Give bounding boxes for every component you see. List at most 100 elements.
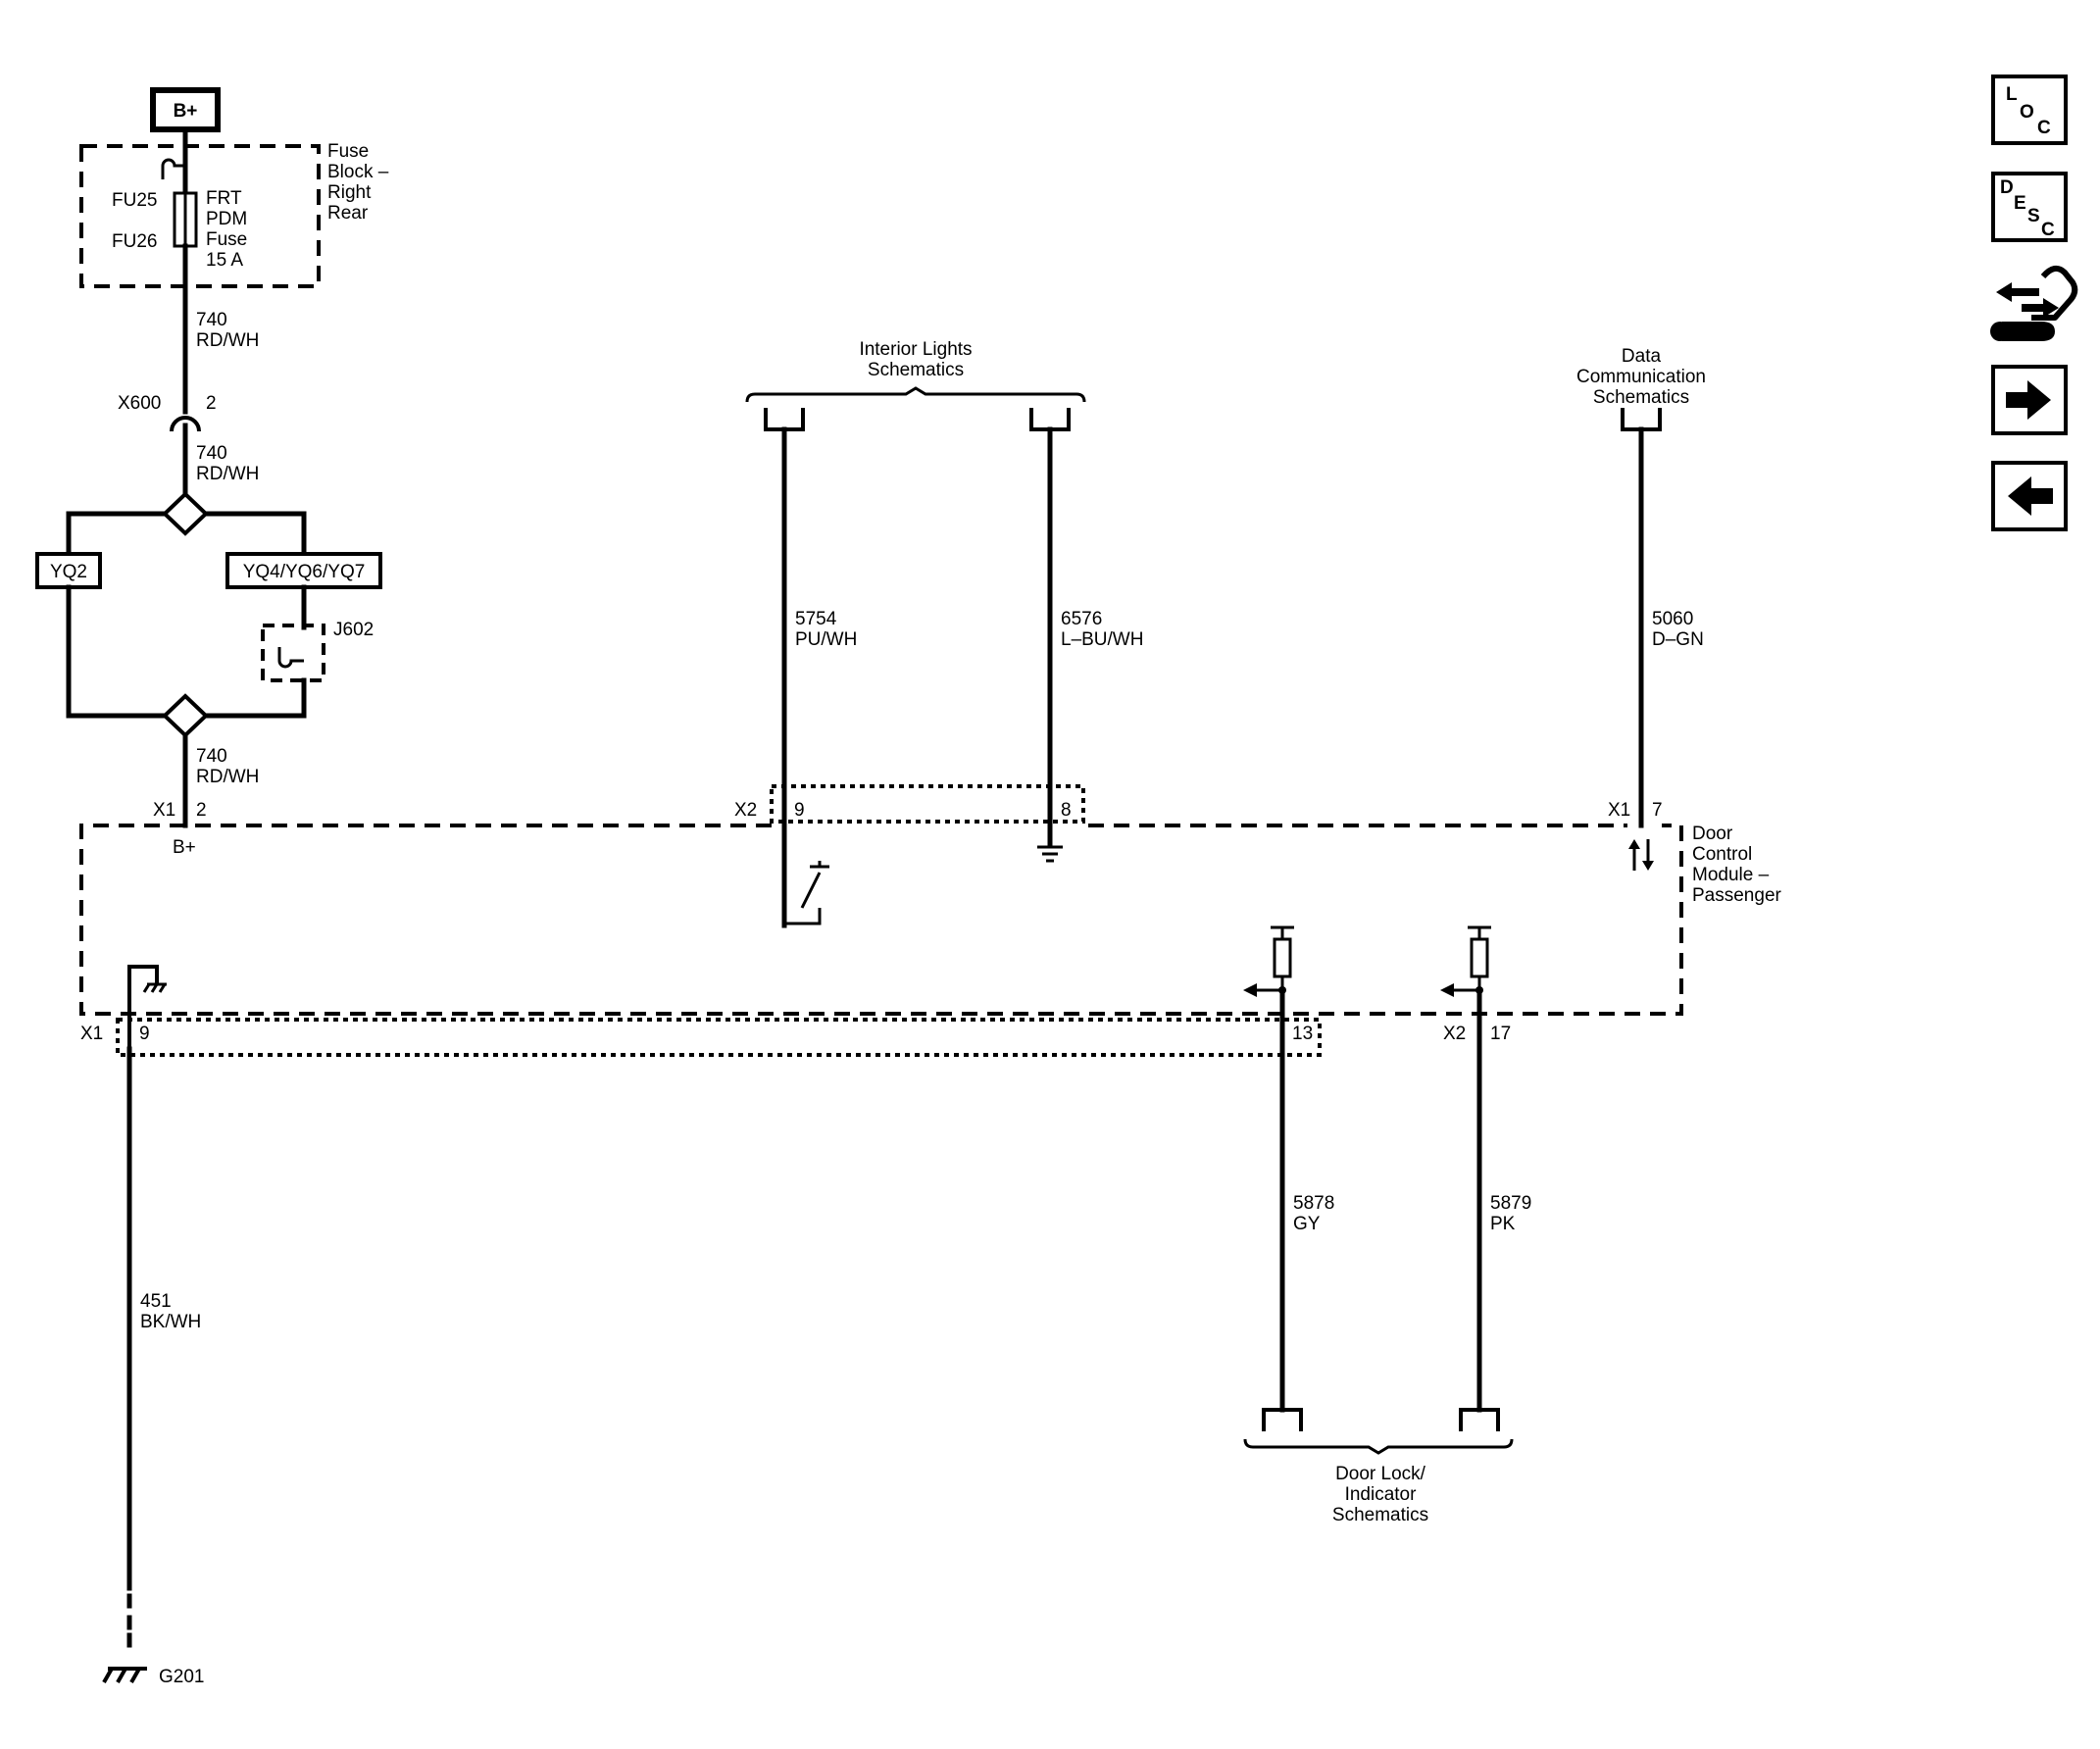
desc-letter-s: S [2027, 206, 2040, 226]
connector-x2-bottom-label: X2 [1443, 1024, 1466, 1044]
arrow-right-icon [2006, 380, 2051, 420]
connector-pin-13: 13 [1292, 1024, 1313, 1044]
fuse-name-line2: PDM [206, 209, 247, 229]
module-name-line1: Door [1692, 824, 1733, 844]
fuse-block-name-line3: Right [327, 182, 372, 203]
module-name-line2: Control [1692, 844, 1752, 865]
ground-g201-icon [102, 1667, 147, 1683]
ref-interior-line1: Interior Lights [859, 339, 972, 360]
ground-symbol-icon [1037, 845, 1063, 863]
connector-x600-label: X600 [118, 393, 161, 414]
wire-5060-color: D–GN [1652, 629, 1704, 650]
connector-x600: X600 2 [118, 393, 217, 432]
connector-info-button[interactable] [1990, 265, 2078, 341]
wire-740-c-color: RD/WH [196, 767, 259, 787]
option-yq2-label: YQ2 [50, 562, 87, 582]
wire-5754-color: PU/WH [795, 629, 857, 650]
wire-5879-color: PK [1490, 1214, 1516, 1234]
module-name-line3: Module – [1692, 865, 1770, 885]
desc-letter-e: E [2014, 193, 2026, 214]
loc-button[interactable]: L O C [1991, 75, 2068, 145]
connector-x2-label: X2 [734, 800, 757, 821]
connector-x2-pin-8: 8 [1061, 800, 1072, 821]
fuse-block-name-line2: Block – [327, 162, 389, 182]
ref-interior-line2: Schematics [868, 360, 964, 380]
fuse-name-line3: Fuse [206, 229, 247, 250]
connector-pin-17: 17 [1490, 1024, 1511, 1044]
ref-data-line1: Data [1622, 346, 1662, 367]
wire-6576-color: L–BU/WH [1061, 629, 1143, 650]
wire-451-color: BK/WH [140, 1312, 201, 1332]
brace-icon [745, 386, 1086, 403]
module-bplus-label: B+ [173, 837, 196, 858]
connector-x1-bottom [116, 1018, 1322, 1057]
connector-x1-label: X1 [153, 800, 175, 821]
loc-letter-o: O [2020, 102, 2034, 123]
wire-6576-number: 6576 [1061, 609, 1102, 629]
fuse-id-fu25: FU25 [112, 190, 157, 211]
fuse-block-name-line4: Rear [327, 203, 369, 224]
module-ground [127, 965, 167, 1051]
connector-x1-bottom-label: X1 [80, 1024, 103, 1044]
resistor-17-icon [1470, 937, 1489, 978]
output-5878 [1243, 925, 1294, 997]
ref-interior-lights: Interior Lights Schematics [745, 339, 1086, 431]
arrow-left-icon [2008, 476, 2053, 516]
loc-letter-c: C [2037, 118, 2051, 138]
wire-740-c-number: 740 [196, 746, 227, 767]
wire-740-b-number: 740 [196, 443, 227, 464]
connector-x2-top: X2 9 8 [734, 784, 1085, 824]
wire-451-number: 451 [140, 1291, 172, 1312]
connector-x1-right-pin: 7 [1652, 800, 1663, 821]
next-page-button[interactable] [1991, 365, 2068, 435]
connector-x1-pin: 2 [196, 800, 207, 821]
fuse-name-line4: 15 A [206, 250, 243, 271]
loc-letter-l: L [2006, 84, 2018, 105]
wire-740-a-number: 740 [196, 310, 227, 330]
splice-top-icon [162, 491, 209, 536]
wire-5879-number: 5879 [1490, 1193, 1531, 1214]
brace-bottom-icon [1243, 1438, 1514, 1455]
hand-arrows-icon [1990, 265, 2078, 341]
previous-page-button[interactable] [1991, 461, 2068, 531]
connector-x2-pin-9: 9 [794, 800, 805, 821]
desc-button[interactable]: D E S C [1991, 172, 2068, 242]
resistor-13-icon [1273, 937, 1292, 978]
battery-source: B+ [150, 87, 221, 132]
desc-letter-c: C [2041, 220, 2055, 240]
output-arrow-13-icon [1243, 983, 1257, 997]
battery-label: B+ [174, 101, 198, 122]
connector-x600-pin: 2 [206, 393, 217, 414]
fuse-contact-icon [161, 158, 185, 179]
option-yq2-box [35, 552, 102, 589]
ref-door-lock-line3: Schematics [1332, 1505, 1428, 1525]
module-name-line4: Passenger [1692, 885, 1782, 906]
fuse-block: FU25 FU26 FRT PDM Fuse 15 A Fuse Block –… [79, 141, 389, 288]
ref-data-communication: Data Communication Schematics [1576, 346, 1706, 431]
wire-740-b-color: RD/WH [196, 464, 259, 484]
ref-data-line2: Communication [1576, 367, 1706, 387]
wire-740-a-color: RD/WH [196, 330, 259, 351]
connector-x1-right-label: X1 [1608, 800, 1630, 821]
option-branch: YQ2 YQ4/YQ6/YQ7 J602 [35, 491, 382, 738]
option-yq467-label: YQ4/YQ6/YQ7 [243, 562, 366, 582]
option-yq467-box [225, 552, 382, 589]
wire-5878-color: GY [1293, 1214, 1321, 1234]
desc-letter-d: D [2000, 177, 2014, 198]
fuse-id-fu26: FU26 [112, 231, 157, 252]
output-arrow-17-icon [1440, 983, 1454, 997]
splice-bottom-icon [162, 693, 209, 738]
ref-door-lock-line2: Indicator [1345, 1484, 1418, 1505]
jumper-j602-icon [277, 647, 304, 669]
bidirectional-arrow-icon [1628, 839, 1654, 871]
output-5879 [1440, 925, 1491, 997]
ref-door-lock: Door Lock/ Indicator Schematics [1243, 1408, 1514, 1525]
ground-g201-label: G201 [159, 1667, 204, 1687]
jumper-j602-label: J602 [333, 620, 374, 640]
wire-5878-number: 5878 [1293, 1193, 1334, 1214]
ref-door-lock-line1: Door Lock/ [1335, 1464, 1426, 1484]
door-control-module: Door Control Module – Passenger [79, 824, 1782, 1016]
wire-5754-number: 5754 [795, 609, 837, 629]
wire-5060-number: 5060 [1652, 609, 1693, 629]
